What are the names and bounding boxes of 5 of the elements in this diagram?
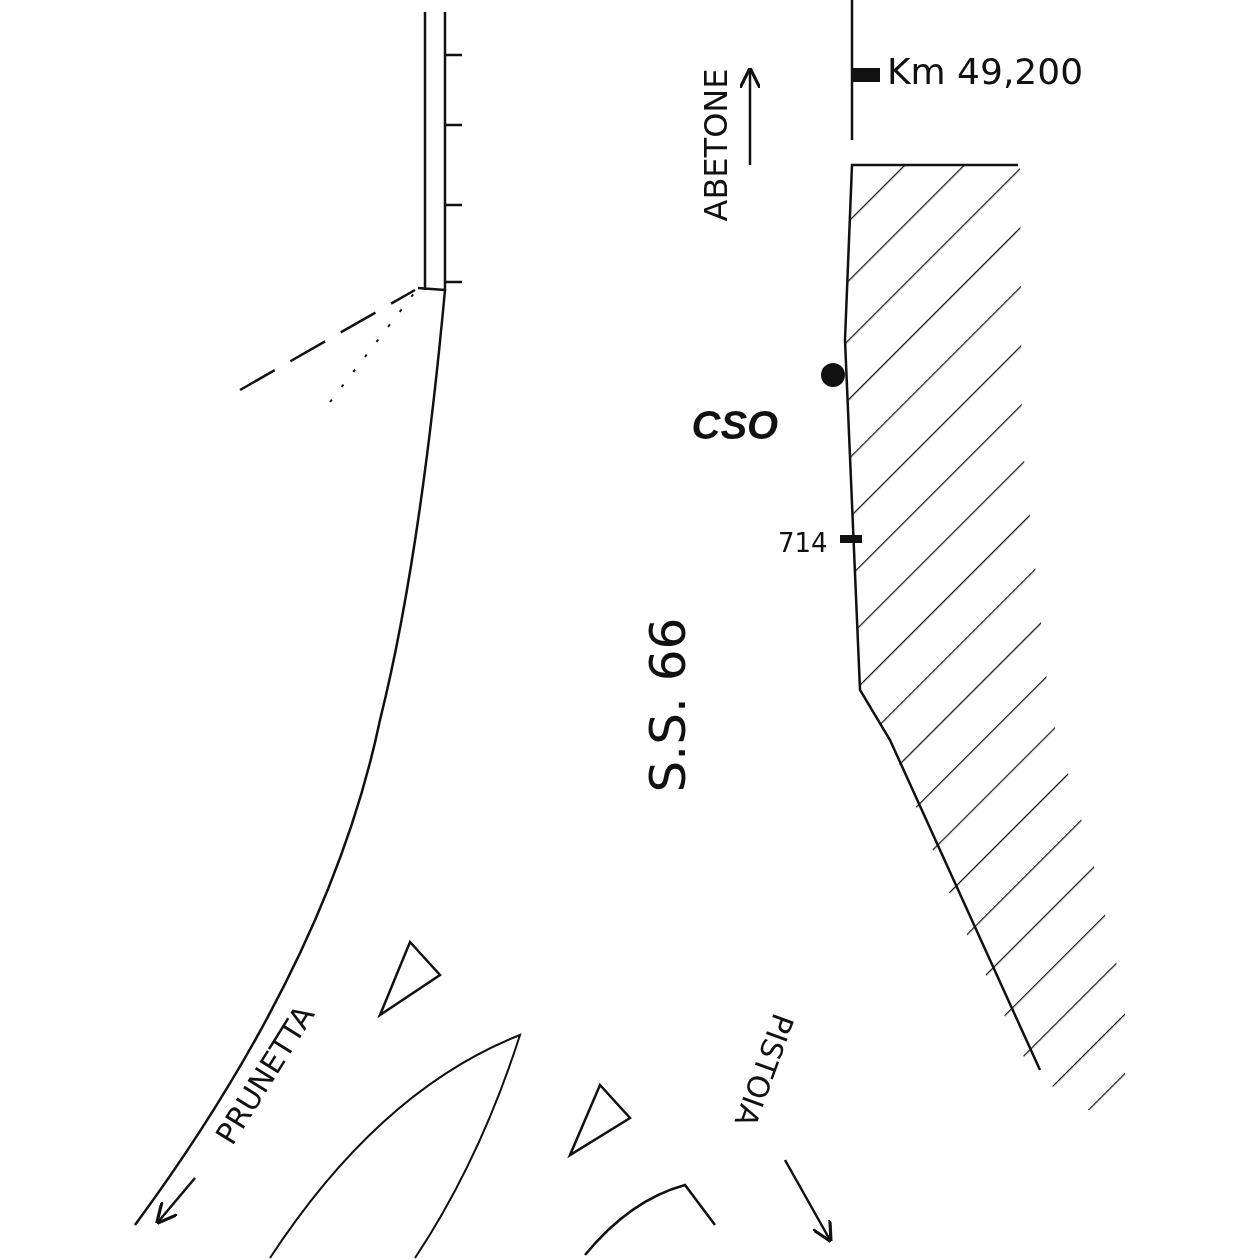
road-name: S.S. 66 <box>642 617 693 793</box>
chainage-label: 714 <box>778 530 828 556</box>
km-marker-label: Km 49,200 <box>887 54 1084 90</box>
place-name: ABETONE <box>700 68 732 222</box>
site-label: CSO <box>691 405 779 445</box>
